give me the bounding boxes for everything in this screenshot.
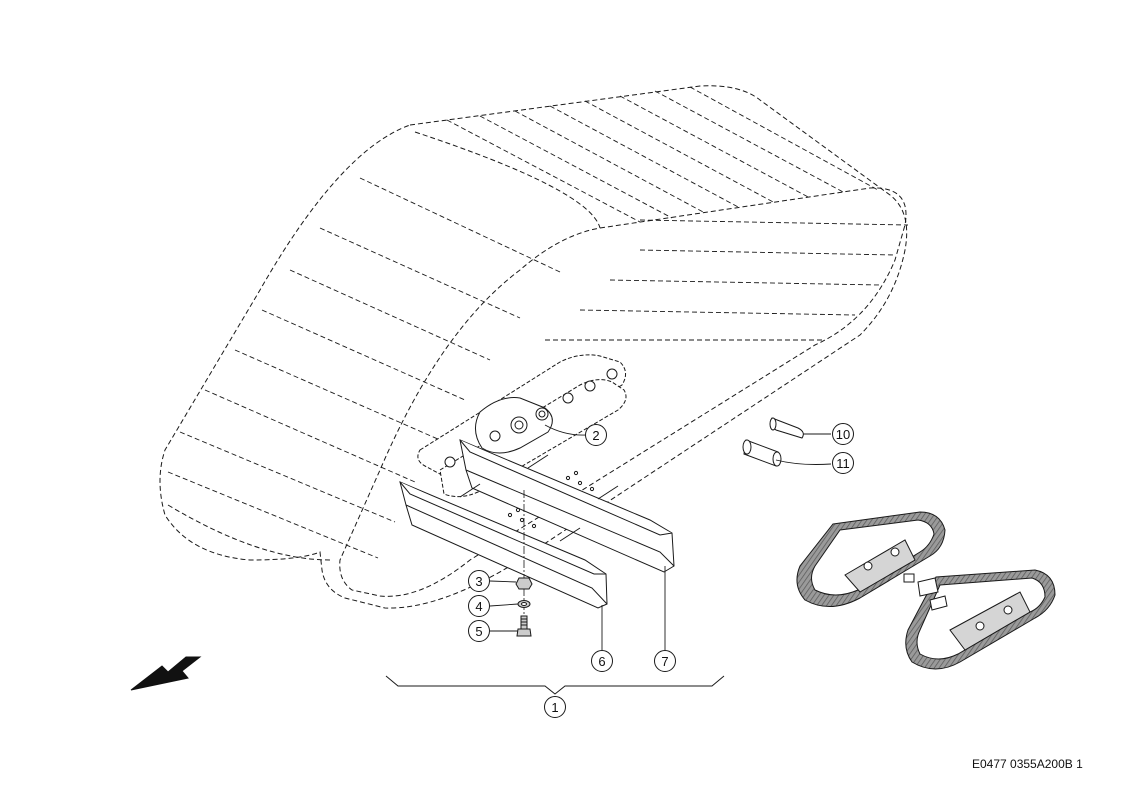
washer-part-4 — [517, 600, 531, 608]
direction-arrow-icon — [130, 656, 202, 691]
pin-part-10 — [769, 417, 804, 439]
inset-track-units — [796, 511, 1056, 670]
callout-5: 5 — [468, 620, 490, 642]
svg-text:4: 4 — [475, 599, 482, 614]
bolt-part-5 — [516, 615, 532, 637]
callout-6: 6 — [591, 650, 613, 672]
callout-leaders — [489, 424, 832, 650]
bushing-part-11 — [742, 439, 782, 467]
svg-text:7: 7 — [661, 654, 668, 669]
callout-11: 11 — [832, 452, 854, 474]
svg-text:10: 10 — [836, 427, 850, 442]
track-belt-treads — [167, 86, 909, 559]
svg-text:1: 1 — [551, 700, 558, 715]
callout-7: 7 — [654, 650, 676, 672]
track-belt-outline — [159, 85, 908, 609]
callout-3: 3 — [468, 570, 490, 592]
svg-text:5: 5 — [475, 624, 482, 639]
callout-4: 4 — [468, 595, 490, 617]
svg-text:11: 11 — [836, 456, 850, 471]
assembly-bracket — [385, 675, 725, 695]
rail-part-7 — [459, 439, 675, 573]
rail-part-6 — [399, 481, 608, 609]
svg-text:3: 3 — [475, 574, 482, 589]
document-code: E0477 0355A200B 1 — [972, 757, 1083, 771]
callout-1: 1 — [544, 696, 566, 718]
nut-part-3 — [515, 577, 533, 590]
callout-2: 2 — [585, 424, 607, 446]
svg-text:2: 2 — [592, 428, 599, 443]
callout-10: 10 — [832, 423, 854, 445]
svg-text:6: 6 — [598, 654, 605, 669]
callouts: 1 2 3 4 5 6 7 10 — [468, 423, 854, 718]
